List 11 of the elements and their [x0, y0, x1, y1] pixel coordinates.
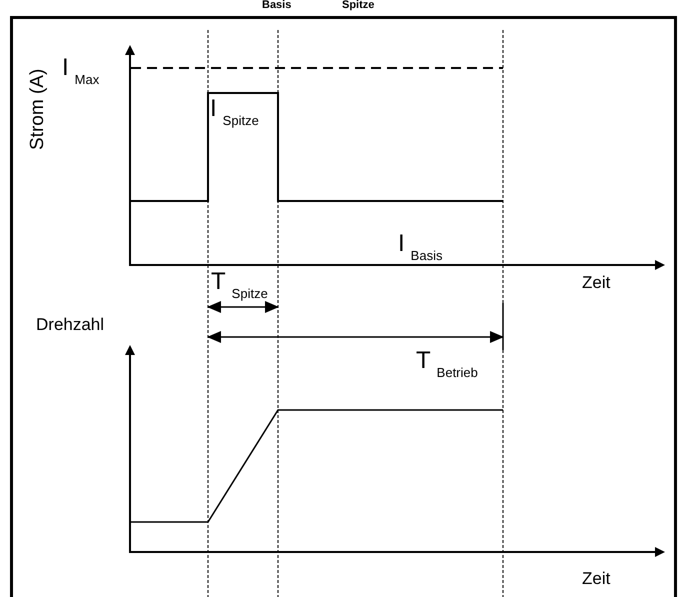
axis-label: I$_{Max}$: [62, 56, 100, 86]
axis-label: Drehzahl: [36, 316, 104, 333]
axis-label: T$_{Spitze}$: [211, 270, 268, 300]
axis-label: Basis: [262, 0, 292, 11]
axis-label: Zeit: [582, 570, 610, 587]
axis-label: Zeit: [582, 274, 610, 291]
axis-label: I$_{Spitze}$: [210, 97, 259, 128]
axis-label: Strom (A): [28, 68, 47, 150]
axis-label: Spitze: [342, 0, 374, 11]
axis-label: I$_{Basis}$: [398, 232, 442, 262]
axis-label: T$_{Betrieb}$: [416, 349, 478, 380]
